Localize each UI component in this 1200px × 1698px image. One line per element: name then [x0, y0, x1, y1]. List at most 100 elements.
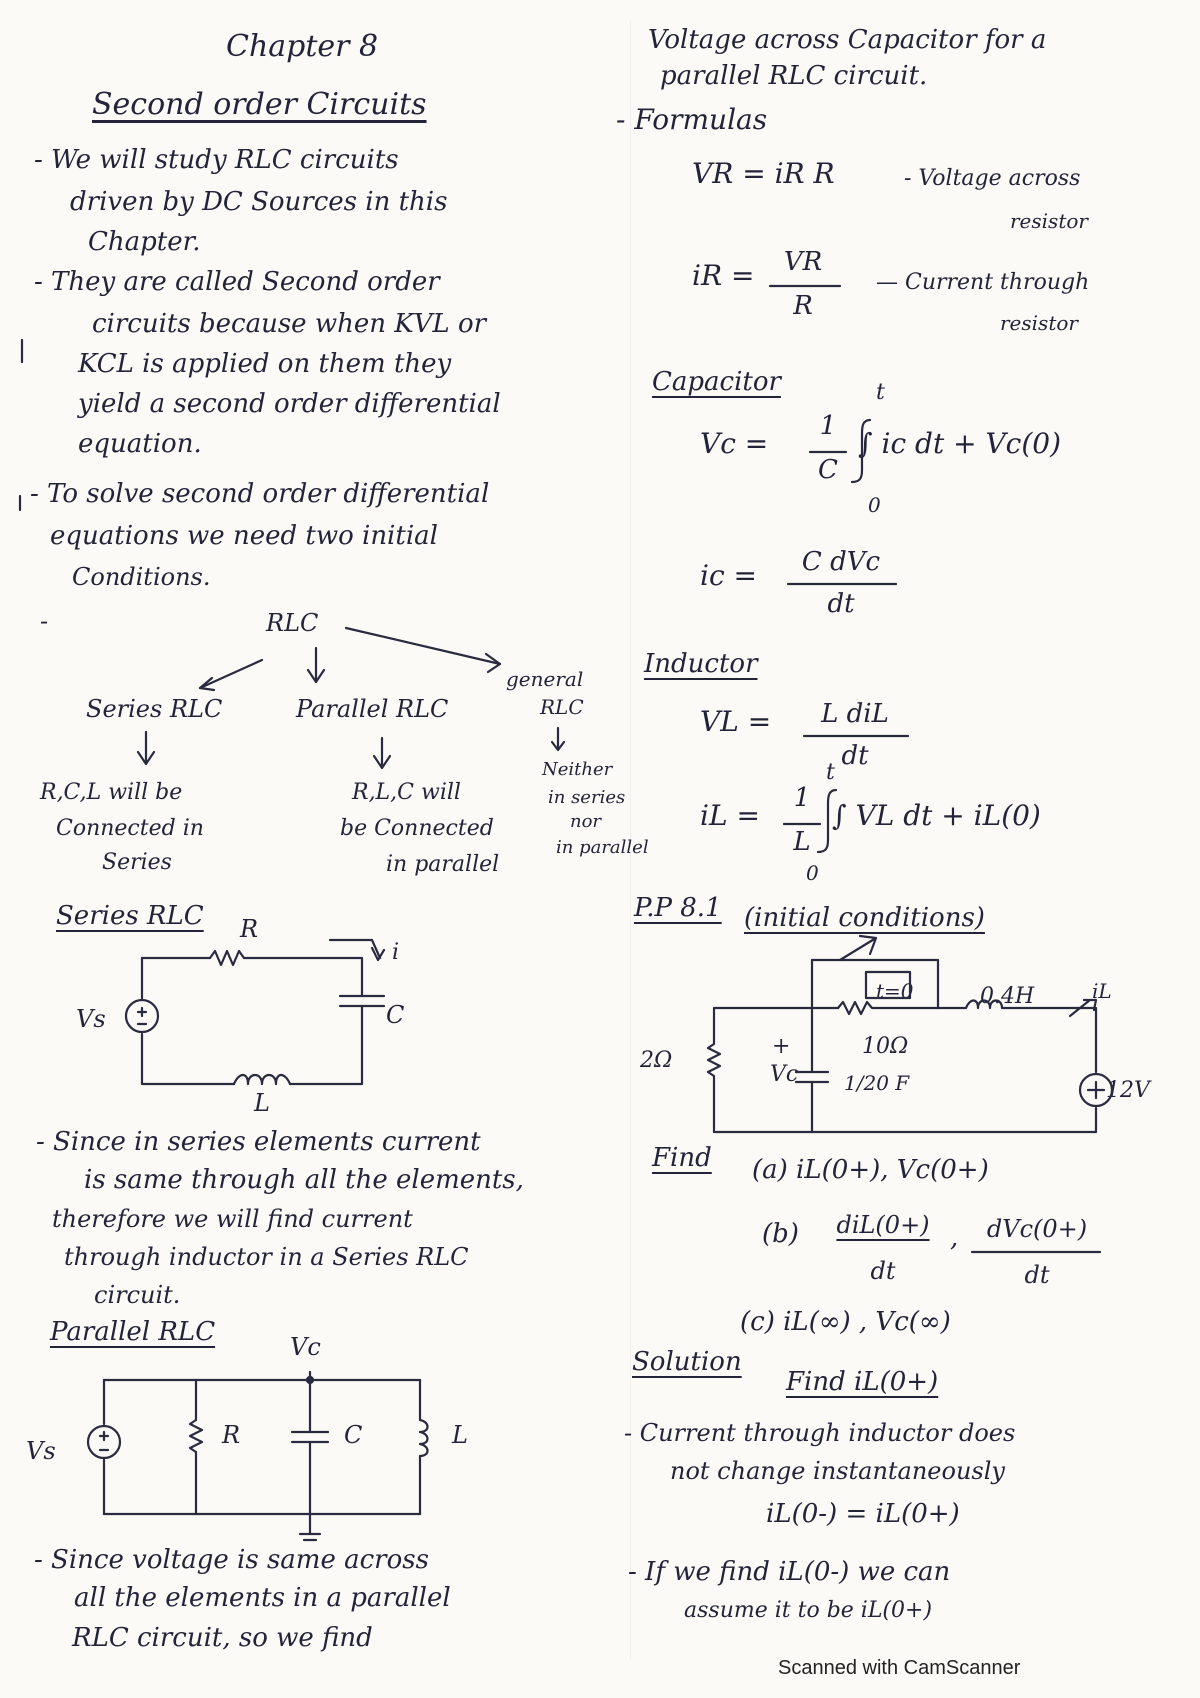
series-desc-1: R,C,L will be: [40, 780, 183, 805]
bullet-1-line-1: - We will study RLC circuits: [34, 145, 399, 175]
parallel-resistor: [188, 1378, 204, 1516]
bullet-5-line-1: - Since voltage is same across: [34, 1545, 429, 1575]
pp-capacitor: [794, 1070, 830, 1084]
pp-current-arrow: [1068, 998, 1098, 1018]
formula-vl-num: L diL: [821, 699, 889, 729]
scanner-watermark: Scanned with CamScanner: [778, 1657, 1021, 1679]
find-c: (c) iL(∞) , Vc(∞): [740, 1307, 951, 1337]
pp-2ohm-resistor: [706, 1006, 722, 1134]
find-a: (a) iL(0+), Vc(0+): [752, 1155, 989, 1185]
inductor-heading: Inductor: [644, 649, 758, 679]
circuit-switch-label: t=0: [876, 979, 914, 1003]
series-label-r: R: [240, 915, 259, 943]
circuit-10ohm-label: 10Ω: [862, 1034, 909, 1059]
series-rlc-heading: Series RLC: [56, 901, 204, 931]
bullet-3-line-3: Conditions.: [72, 563, 211, 591]
find-b-den-1: dt: [870, 1257, 896, 1285]
circuit-plus-label: +: [772, 1034, 791, 1059]
arrow-parallel-down: [372, 736, 392, 770]
formula-il-lower: 0: [806, 861, 819, 885]
formula-vc-lhs: Vc =: [700, 427, 769, 460]
ir-note-1: — Current through: [876, 270, 1090, 295]
intro-line-1: Voltage across Capacitor for a: [648, 25, 1047, 55]
pp-switch-box: [864, 970, 912, 1000]
series-rlc-circuit: [124, 938, 386, 1086]
series-label-i: i: [392, 940, 400, 965]
tree-general-2: RLC: [540, 695, 584, 719]
formula-il-rest: ∫ VL dt + iL(0): [832, 799, 1041, 832]
circuit-cap-label: 1/20 F: [844, 1071, 910, 1095]
vc-integral: [850, 418, 872, 484]
arrow-general-down: [550, 726, 566, 752]
parallel-label-vs: Vs: [26, 1437, 56, 1465]
solution-1-line-1: - Current through inductor does: [624, 1419, 1016, 1447]
circuit-vc-label: Vc: [770, 1062, 799, 1087]
bullet-3-line-2: equations we need two initial: [50, 521, 438, 551]
find-b-num-2: dVc(0+): [986, 1215, 1088, 1243]
chapter-subtitle: Second order Circuits: [92, 87, 427, 122]
bullet-2-line-3: KCL is applied on them they: [78, 349, 452, 379]
bullet-3-line-1: - To solve second order differential: [30, 479, 490, 509]
pp-switch: [838, 934, 878, 962]
general-desc-4: in parallel: [556, 837, 649, 858]
parallel-label-l: L: [452, 1421, 468, 1449]
parallel-rlc-heading: Parallel RLC: [50, 1317, 216, 1347]
series-label-c: C: [386, 1001, 405, 1029]
arrow-to-general: [344, 626, 502, 666]
formula-vl-lhs: VL =: [700, 705, 772, 738]
tree-root: RLC: [266, 609, 319, 637]
ir-note-2: resistor: [1000, 311, 1078, 335]
pp81-circuit: [706, 934, 1114, 1134]
parallel-label-vc: Vc: [290, 1333, 321, 1361]
parallel-desc-2: be Connected: [340, 816, 494, 841]
circuit-il-label: iL: [1092, 979, 1112, 1003]
bullet-1-line-3: Chapter.: [88, 227, 201, 257]
formula-vc-lower: 0: [868, 493, 881, 517]
parallel-desc-3: in parallel: [386, 852, 500, 877]
vr-note-2: resistor: [1010, 209, 1088, 233]
page-fold: [630, 20, 631, 1660]
formula-vc-frac-num: 1: [819, 411, 837, 441]
fraction-bars: [768, 284, 1102, 1254]
formula-vc-upper: t: [876, 380, 885, 405]
formula-vc-frac-den: C: [818, 455, 838, 485]
bullet-4-line-5: circuit.: [94, 1281, 181, 1309]
tree-series: Series RLC: [86, 695, 223, 723]
bullet-4-line-2: is same through all the elements,: [84, 1165, 524, 1195]
vr-note-1: - Voltage across: [904, 166, 1081, 191]
parallel-capacitor: [290, 1430, 330, 1444]
pp-subheading: (initial conditions): [744, 903, 985, 933]
tree-general-1: general: [506, 667, 584, 691]
bullet-4-line-3: therefore we will find current: [52, 1205, 413, 1233]
bullet-2-line-5: equation.: [78, 429, 202, 459]
formula-il-frac-num: 1: [793, 783, 811, 813]
formula-ir-num: VR: [783, 247, 823, 277]
formula-ir-den: R: [793, 291, 813, 321]
find-label: Find: [652, 1143, 712, 1173]
il-integral: [816, 788, 838, 854]
formulas-heading: - Formulas: [616, 103, 768, 136]
pp-10ohm-resistor: [836, 1000, 940, 1016]
parallel-voltage-source: [86, 1424, 122, 1460]
general-desc-1: Neither: [542, 759, 613, 780]
formula-ic-lhs: ic =: [700, 559, 757, 592]
find-b-comma: ,: [950, 1223, 959, 1253]
solution-1-line-2: not change instantaneously: [670, 1457, 1005, 1485]
pp-12v-source: [1078, 1072, 1114, 1108]
series-inductor: [232, 1073, 292, 1086]
formula-ic-den: dt: [827, 589, 855, 619]
pp-heading: P.P 8.1: [634, 893, 722, 923]
margin-ticks: [18, 338, 24, 512]
formula-vl-den: dt: [841, 741, 869, 771]
formula-il-upper: t: [826, 760, 835, 785]
general-desc-2: in series: [548, 787, 626, 808]
find-b-label: (b): [762, 1219, 799, 1249]
series-resistor: [208, 949, 246, 967]
tree-dash: -: [40, 607, 49, 635]
general-desc-3: nor: [570, 811, 602, 832]
find-b-num-1: diL(0+): [836, 1211, 930, 1239]
circuit-2ohm-label: 2Ω: [640, 1048, 673, 1073]
capacitor-heading: Capacitor: [652, 367, 781, 397]
